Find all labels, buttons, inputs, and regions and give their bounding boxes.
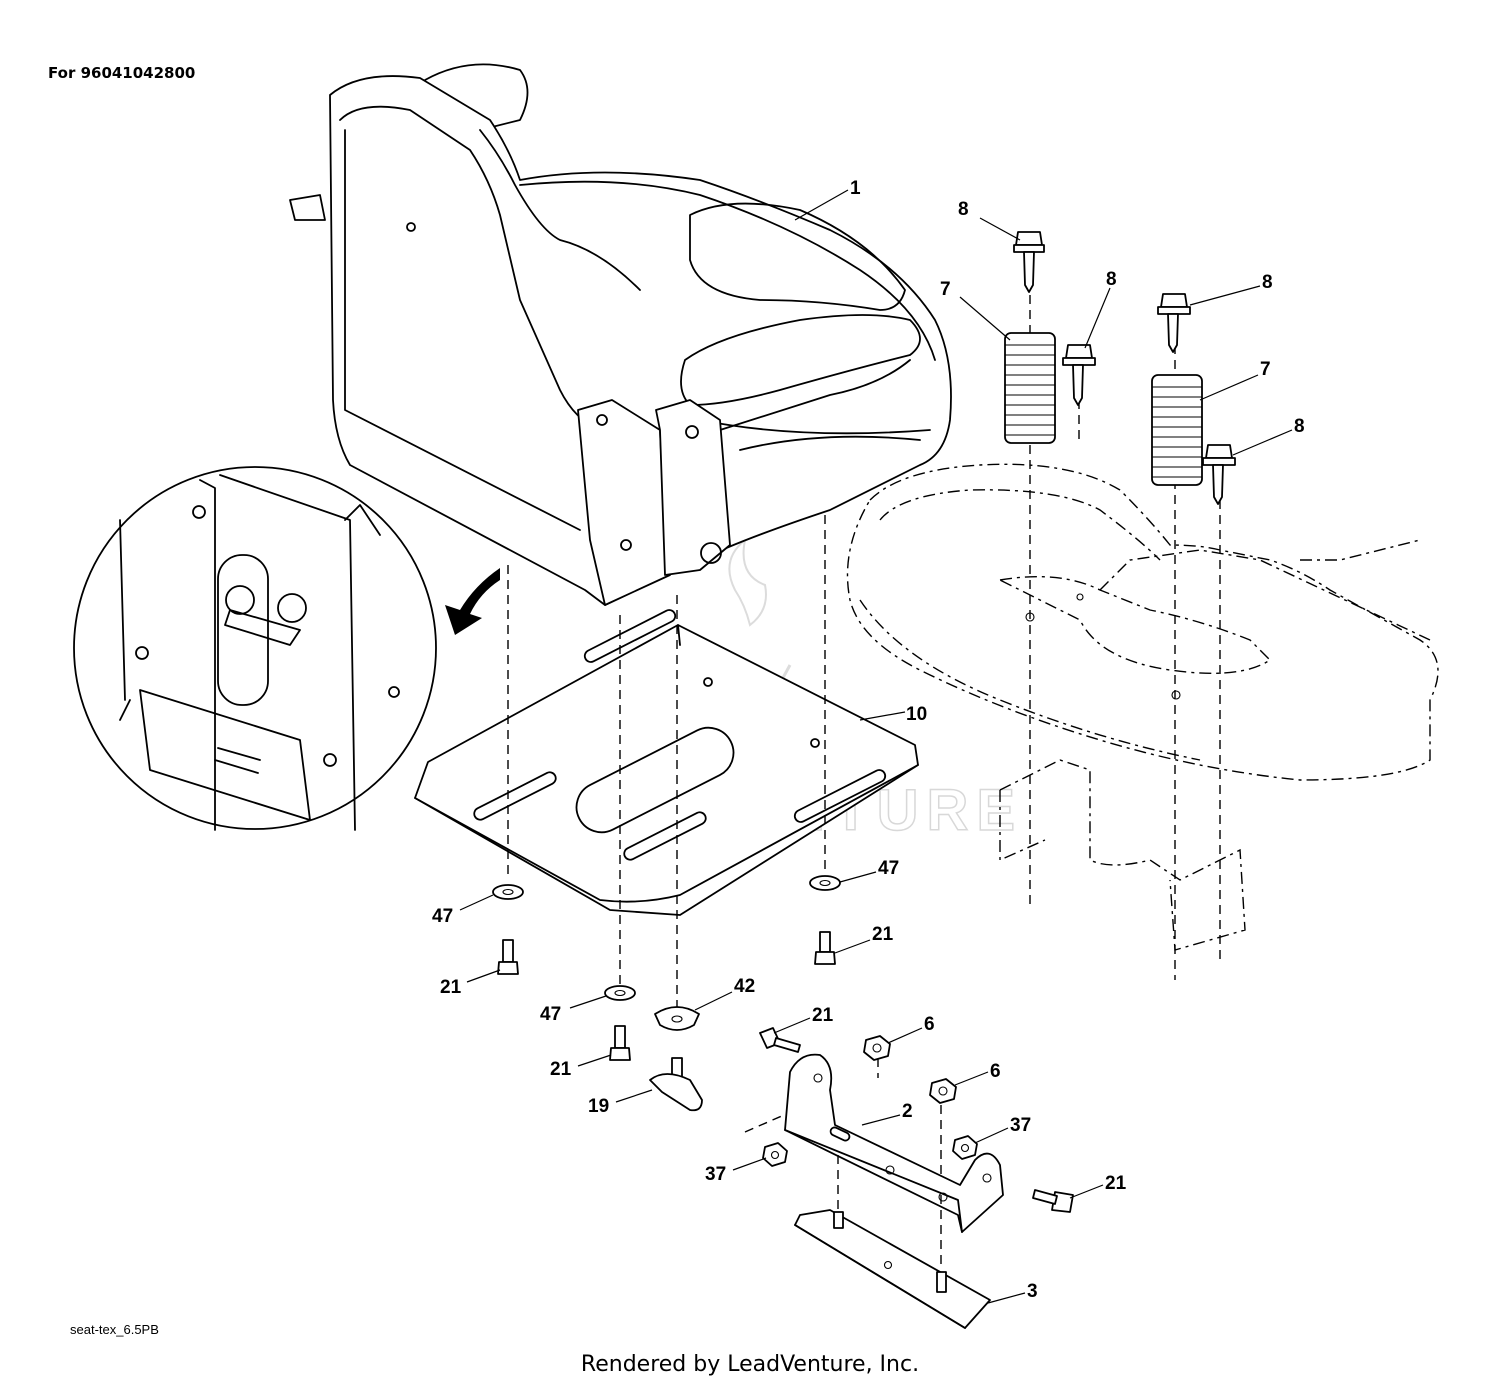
callout-47a: 47 <box>432 906 453 927</box>
callout-8c: 8 <box>1262 272 1273 293</box>
callout-37b: 37 <box>1010 1115 1031 1136</box>
callout-8a: 8 <box>958 199 969 220</box>
detail-inset <box>73 466 437 831</box>
spring-part-7a[interactable] <box>1004 332 1056 444</box>
callout-42: 42 <box>734 976 755 997</box>
callout-21b: 21 <box>550 1059 572 1080</box>
bolt-part-21c[interactable] <box>814 931 836 965</box>
callout-47c: 47 <box>878 858 899 879</box>
nut-part-37b[interactable] <box>952 1135 978 1160</box>
model-number-header: For 96041042800 <box>48 64 196 82</box>
callout-7b: 7 <box>1260 359 1271 380</box>
callout-8b: 8 <box>1106 269 1117 290</box>
bolt-part-8b[interactable] <box>1062 344 1096 406</box>
callout-3: 3 <box>1027 1281 1038 1302</box>
callout-10: 10 <box>906 704 927 725</box>
callout-2: 2 <box>902 1101 913 1122</box>
bolt-part-8c[interactable] <box>1157 293 1191 353</box>
bolt-part-21b[interactable] <box>609 1025 631 1061</box>
bolt-part-21e[interactable] <box>1032 1189 1074 1213</box>
cup-washer-part-42[interactable] <box>654 1006 700 1031</box>
callout-21e: 21 <box>1105 1173 1127 1194</box>
callout-21a: 21 <box>440 977 462 998</box>
tractor-frame-reference <box>846 463 1439 951</box>
washer-part-47b[interactable] <box>604 985 636 1001</box>
callout-21c: 21 <box>872 924 894 945</box>
base-plate-part-3[interactable] <box>794 1209 991 1329</box>
callout-6b: 6 <box>990 1061 1001 1082</box>
nut-part-37a[interactable] <box>762 1142 788 1167</box>
callout-19: 19 <box>588 1096 609 1117</box>
bolt-part-8a[interactable] <box>1013 231 1045 293</box>
credit-line: Rendered by LeadVenture, Inc. <box>580 1352 920 1377</box>
knob-part-19[interactable] <box>649 1057 703 1112</box>
bolt-part-21a[interactable] <box>497 939 519 975</box>
callout-1: 1 <box>850 178 861 199</box>
bolt-part-21d[interactable] <box>759 1027 801 1053</box>
callout-37a: 37 <box>705 1164 726 1185</box>
spring-part-7b[interactable] <box>1151 374 1203 486</box>
washer-part-47a[interactable] <box>492 884 524 900</box>
detail-arrow-icon <box>445 568 500 635</box>
seat-part-1[interactable] <box>289 63 952 606</box>
bracket-part-2[interactable] <box>784 1053 1004 1233</box>
bolt-part-8d[interactable] <box>1202 444 1236 505</box>
diagram-code: seat-tex_6.5PB <box>70 1322 159 1337</box>
nut-part-6b[interactable] <box>929 1078 957 1104</box>
seat-plate-part-10[interactable] <box>414 608 919 916</box>
callout-47b: 47 <box>540 1004 561 1025</box>
callout-8d: 8 <box>1294 416 1305 437</box>
callout-7a: 7 <box>940 279 951 300</box>
washer-part-47c[interactable] <box>809 875 841 891</box>
callout-21d: 21 <box>812 1005 834 1026</box>
callout-6a: 6 <box>924 1014 935 1035</box>
nut-part-6a[interactable] <box>863 1035 891 1061</box>
